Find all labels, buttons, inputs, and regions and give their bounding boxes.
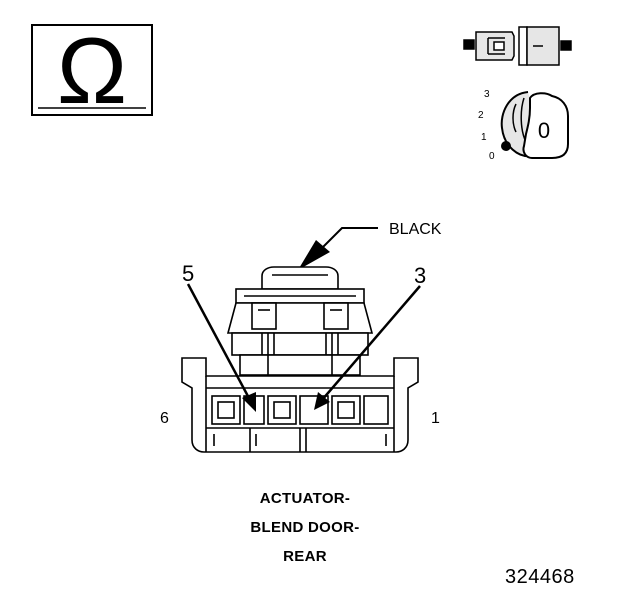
caption-line-2: BLEND DOOR- (250, 519, 360, 536)
pin-number-5: 5 (182, 261, 194, 286)
caption-line-1: ACTUATOR- (259, 490, 351, 507)
key-position-0: 0 (489, 151, 495, 162)
key-label: 0 (538, 118, 550, 143)
connector-body (181, 266, 419, 453)
pin-number-3: 3 (414, 263, 426, 288)
color-callout: BLACK (298, 221, 442, 270)
figure-number: 324468 (505, 566, 575, 588)
ohm-symbol: Ω (57, 18, 127, 123)
disconnected-connector-icon (463, 26, 572, 66)
ignition-key-off-icon: 3 2 1 0 0 (478, 89, 569, 162)
key-position-3: 3 (484, 89, 490, 100)
color-label: BLACK (389, 221, 442, 238)
key-position-2: 2 (478, 110, 484, 121)
caption-line-3: REAR (283, 548, 327, 565)
pin-callout-right: 3 (314, 263, 426, 410)
key-position-1: 1 (481, 132, 487, 143)
pin-callout-left: 5 (182, 261, 256, 412)
end-pin-6: 6 (160, 410, 169, 427)
ohmmeter-icon: Ω (31, 18, 153, 123)
end-pin-1: 1 (431, 410, 440, 427)
